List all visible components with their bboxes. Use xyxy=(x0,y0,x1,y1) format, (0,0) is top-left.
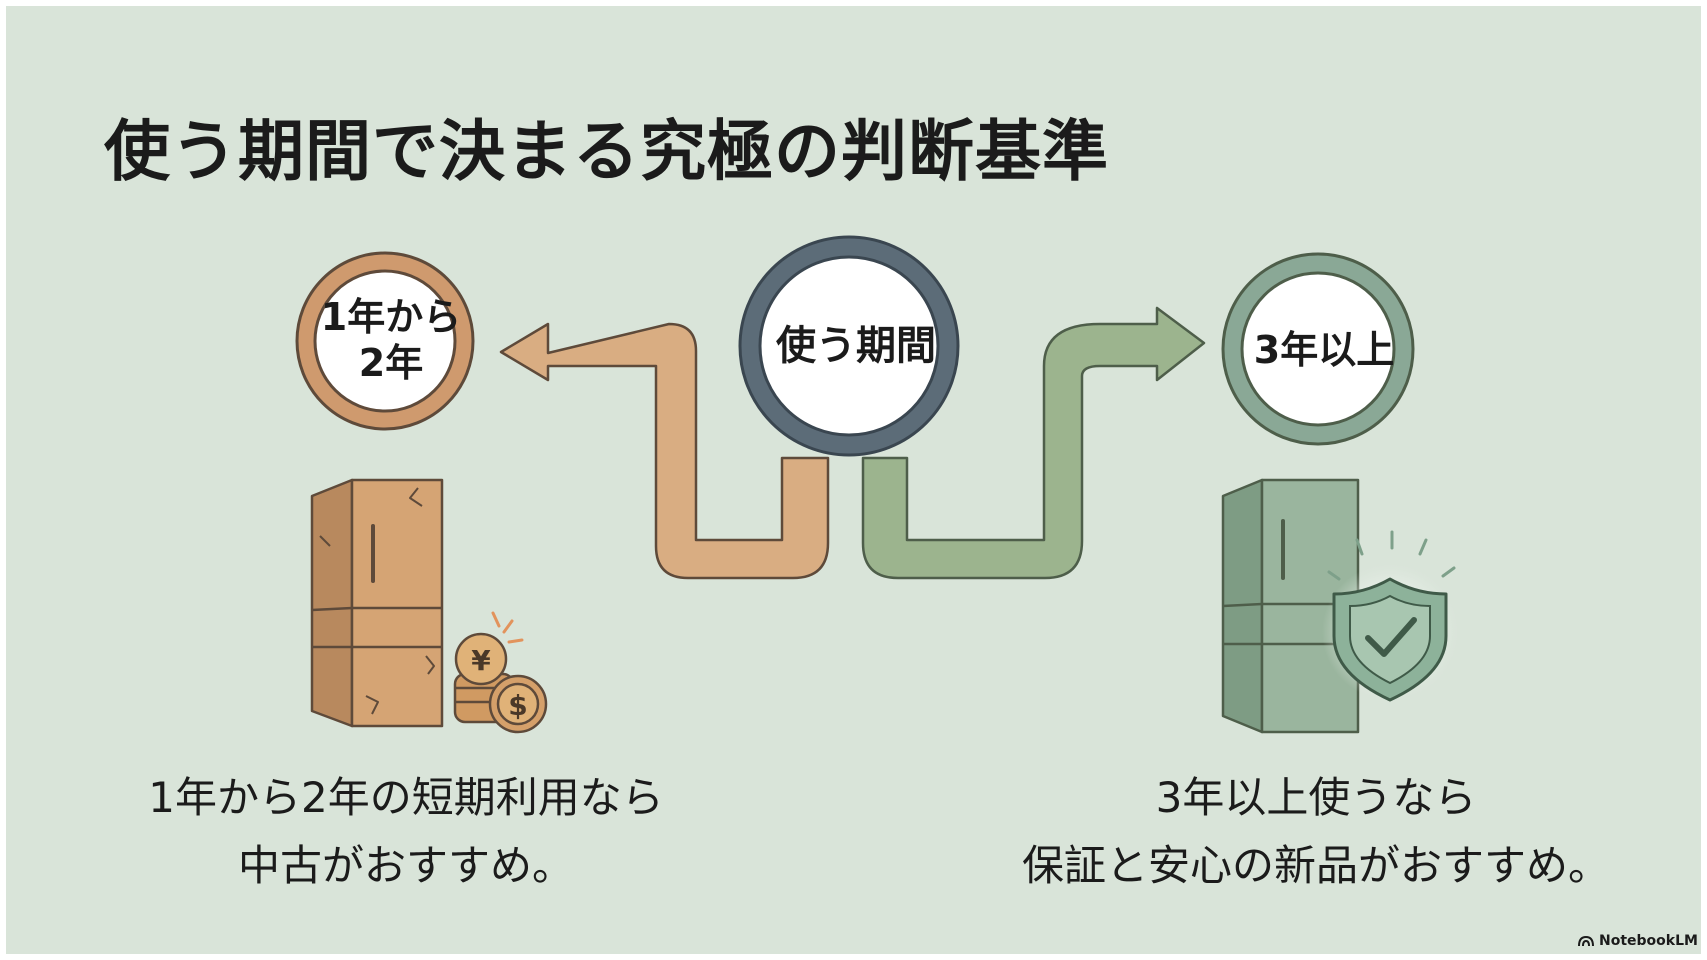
right-caption-line1: 3年以上使うなら xyxy=(1155,773,1477,822)
center-circle xyxy=(738,235,960,457)
svg-text:$: $ xyxy=(508,689,527,722)
page-title: 使う期間で決まる究極の判断基準 xyxy=(104,113,1109,190)
notebooklm-logo-icon xyxy=(1578,935,1594,947)
left-caption: 1年から2年の短期利用なら 中古がおすすめ。 xyxy=(116,764,696,900)
used-fridge-icon xyxy=(310,478,444,728)
left-node-label-line1: 1年から xyxy=(320,295,462,340)
notebooklm-branding: NotebookLM xyxy=(1578,930,1698,952)
left-caption-line1: 1年から2年の短期利用なら xyxy=(148,773,664,822)
center-node-label: 使う期間 xyxy=(776,323,936,369)
left-node-label-line2: 2年 xyxy=(358,341,424,385)
shield-check-icon xyxy=(1322,530,1458,702)
left-caption-line2: 中古がおすすめ。 xyxy=(237,841,574,890)
left-node-label: 1年から 2年 xyxy=(306,256,476,426)
right-node-label: 3年以上 xyxy=(1253,328,1395,373)
right-arrow xyxy=(861,306,1206,580)
right-caption: 3年以上使うなら 保証と安心の新品がおすすめ。 xyxy=(1011,764,1621,900)
svg-text:¥: ¥ xyxy=(471,644,491,677)
left-arrow xyxy=(499,322,830,580)
branding-text: NotebookLM xyxy=(1599,933,1698,949)
slide: ¥ $ xyxy=(6,6,1701,954)
dollar-coin-icon: $ xyxy=(488,674,548,734)
right-caption-line2: 保証と安心の新品がおすすめ。 xyxy=(1021,841,1610,890)
diagram-graphics: ¥ $ xyxy=(295,235,1458,734)
left-circle xyxy=(295,251,475,431)
right-circle xyxy=(1221,252,1415,446)
